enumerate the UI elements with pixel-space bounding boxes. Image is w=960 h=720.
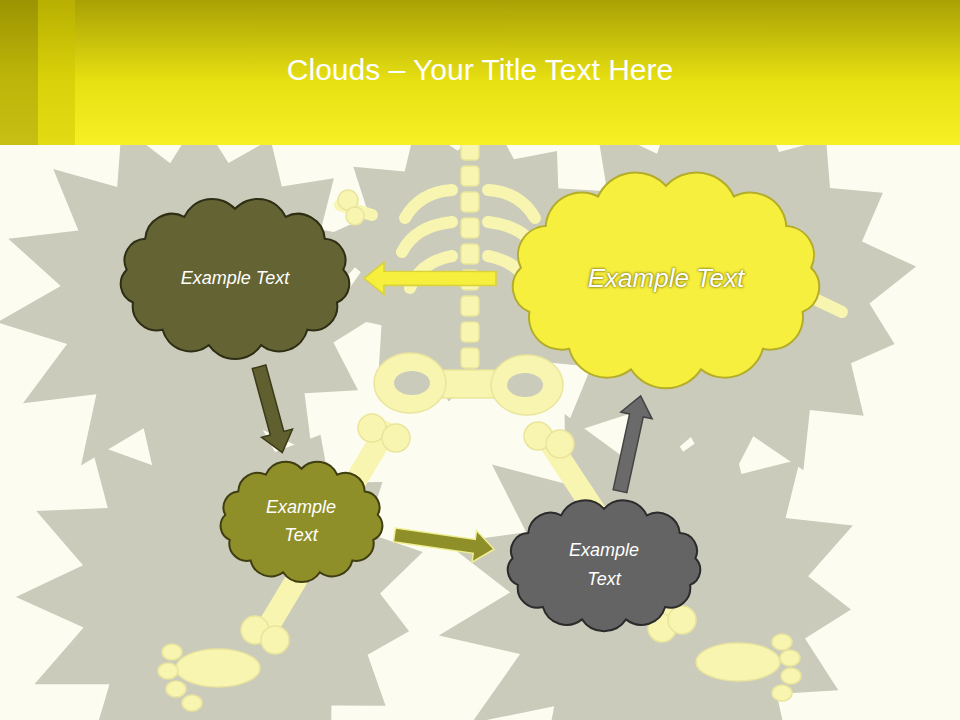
cloud-text-group: Example Text xyxy=(588,258,745,300)
cloud-text-group: Example Text xyxy=(559,536,649,594)
cloud-outline xyxy=(121,199,350,359)
cloud-outline xyxy=(513,172,819,388)
cloud-text: Example Text xyxy=(256,493,346,551)
cloud-outline xyxy=(508,500,701,631)
cloud-node: Example Text xyxy=(502,168,830,390)
cloud-text: Example Text xyxy=(559,536,649,594)
block-arrow xyxy=(393,528,494,562)
cloud-text: Example Text xyxy=(181,264,289,293)
cloud-outline xyxy=(220,462,382,582)
cloud-text-group: Example Text xyxy=(256,493,346,551)
header-band xyxy=(0,0,960,145)
header-stripe xyxy=(0,0,38,145)
cloud-node: Example Text xyxy=(500,497,708,633)
starburst xyxy=(16,404,423,720)
cloud-text: Example Text xyxy=(588,258,745,300)
starburst xyxy=(439,399,853,720)
header-stripe xyxy=(38,0,75,145)
block-arrow xyxy=(364,262,496,294)
block-arrow xyxy=(252,365,292,453)
cloud-shape xyxy=(214,458,389,584)
title-area: Clouds – Your Title Text Here xyxy=(0,52,960,88)
cloud-shape xyxy=(500,497,708,633)
slide-title: Clouds – Your Title Text Here xyxy=(287,52,673,88)
cloud-text-group: Example Text xyxy=(181,264,289,293)
cloud-node: Example Text xyxy=(214,458,389,584)
cloud-node: Example Text xyxy=(112,195,358,361)
block-arrow xyxy=(613,396,652,493)
starbursts xyxy=(0,95,916,720)
